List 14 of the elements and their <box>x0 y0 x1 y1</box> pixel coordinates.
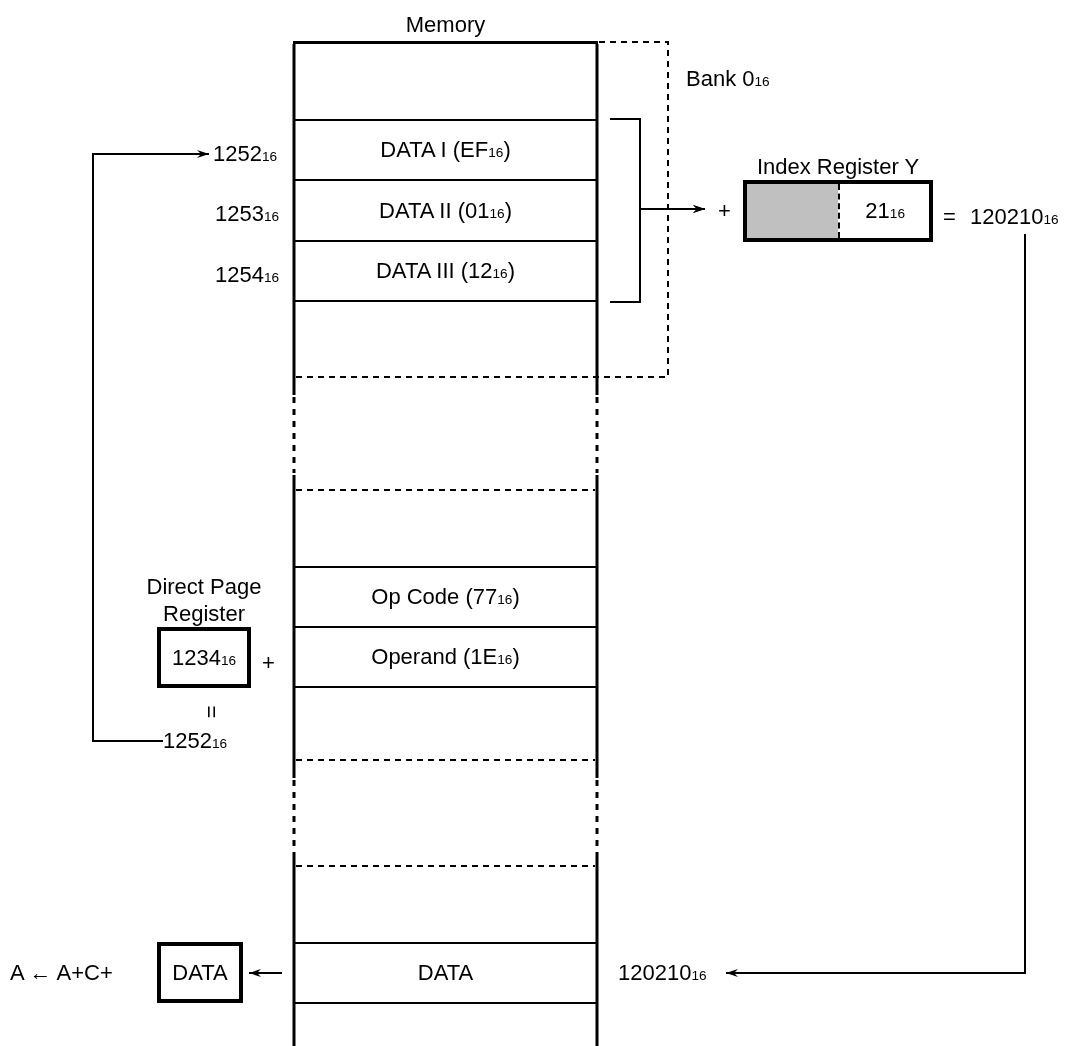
arrow <box>609 205 706 303</box>
memory-cell: DATA <box>294 942 597 1004</box>
arrow <box>248 969 283 977</box>
text-label: + <box>262 652 275 674</box>
memory-heading: Memory <box>404 11 487 38</box>
text-label: + <box>718 200 731 222</box>
equals-sign: = <box>200 705 223 719</box>
data-box: DATA <box>157 942 243 1003</box>
text-label: A ← A+C+ <box>10 962 113 984</box>
arrow <box>92 150 210 742</box>
register-heading: Index Register Y <box>755 153 921 180</box>
text-label: = <box>943 206 956 228</box>
arrow <box>725 233 1026 977</box>
register-heading: Direct Page Register <box>145 574 263 627</box>
